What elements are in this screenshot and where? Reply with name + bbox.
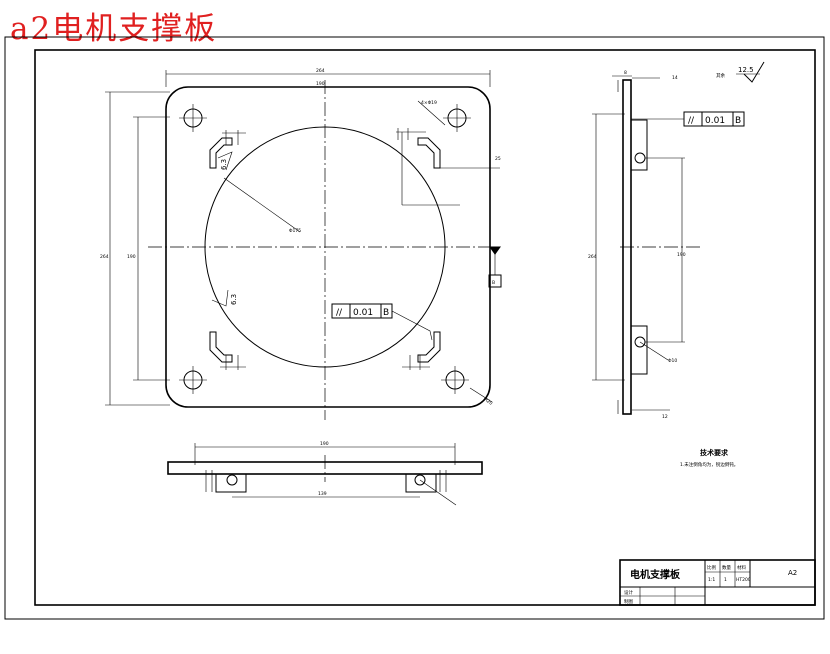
- slot-bracket-br: [417, 331, 441, 363]
- slot-bracket-tl: [209, 137, 233, 169]
- dim-side-height: 264: [588, 254, 597, 260]
- tech-req-heading: 技术要求: [700, 448, 729, 457]
- dim-side-top-b: 14: [672, 75, 678, 81]
- inner-border: [34, 49, 816, 606]
- tech-req-line1: 1.未注倒角均为，锐边倒钝。: [680, 461, 738, 468]
- dim-corner-radius: R20: [483, 397, 494, 407]
- roughness-note: 其余: [716, 72, 725, 79]
- col-scale: 比例: [707, 564, 716, 571]
- datum-box: [488, 274, 502, 288]
- outer-border: [4, 36, 825, 620]
- slot-roughness-top: 6.3: [220, 159, 228, 170]
- title-block: 电机支撑板 比例 数量 材料 1:1 1 HT200 A2 设计 制图: [619, 559, 816, 606]
- bottom-view: 190 139: [167, 441, 483, 506]
- tolerance-value-front: 0.01: [353, 308, 373, 318]
- dim-left-inner: 190: [127, 254, 136, 260]
- material-value: HT200: [736, 577, 751, 583]
- dim-top-inner: 190: [316, 81, 325, 87]
- tolerance-symbol-front: //: [336, 308, 343, 318]
- datum-label: B: [492, 280, 495, 286]
- dim-top-overall: 264: [316, 68, 325, 74]
- roughness-value: 12.5: [738, 66, 754, 74]
- col-qty: 数量: [722, 564, 731, 571]
- tolerance-datum-front: B: [383, 308, 389, 318]
- slot-bracket-bl: [209, 331, 233, 363]
- dim-side-bottom: 12: [662, 414, 668, 420]
- slot-roughness-bottom: 6.3: [230, 294, 238, 305]
- dim-bottom-width: 190: [320, 441, 329, 447]
- motor-bore: [204, 126, 446, 368]
- tolerance-value-side: 0.01: [705, 116, 725, 126]
- qty-value: 1: [724, 577, 727, 583]
- dim-side-top-a: 8: [624, 70, 627, 76]
- col-material: 材料: [737, 564, 746, 571]
- front-view: 264 190 264 190 4×Φ19 Φ175 25 6.3 6.3 R2…: [100, 68, 502, 420]
- tolerance-frame-side: // 0.01 B: [631, 111, 745, 127]
- side-view: 8 14 264 190 Φ10 12 // 0.01 B: [588, 70, 745, 420]
- dim-left-overall: 264: [100, 254, 109, 260]
- row-design: 设计: [624, 589, 633, 596]
- tolerance-frame-front: // 0.01 B: [331, 303, 433, 341]
- dim-side-height2: 190: [677, 252, 686, 258]
- dim-hole-dia: 4×Φ19: [421, 100, 437, 106]
- tolerance-datum-side: B: [735, 116, 741, 126]
- slot-bracket-tr: [417, 137, 441, 169]
- scale-value: 1:1: [708, 577, 715, 583]
- dim-bottom-spacing: 139: [318, 491, 327, 497]
- dim-slot-depth: 25: [495, 156, 501, 162]
- dim-circle-dia: Φ175: [289, 228, 301, 234]
- drawing-title: a2电机支撑板: [10, 11, 218, 47]
- dim-side-hole: Φ10: [668, 358, 677, 364]
- roughness-symbol: 12.5 其余: [716, 61, 765, 83]
- sheet-size: A2: [788, 569, 797, 577]
- row-draw: 制图: [624, 598, 633, 605]
- part-name: 电机支撑板: [630, 568, 681, 581]
- tolerance-symbol-side: //: [688, 116, 695, 126]
